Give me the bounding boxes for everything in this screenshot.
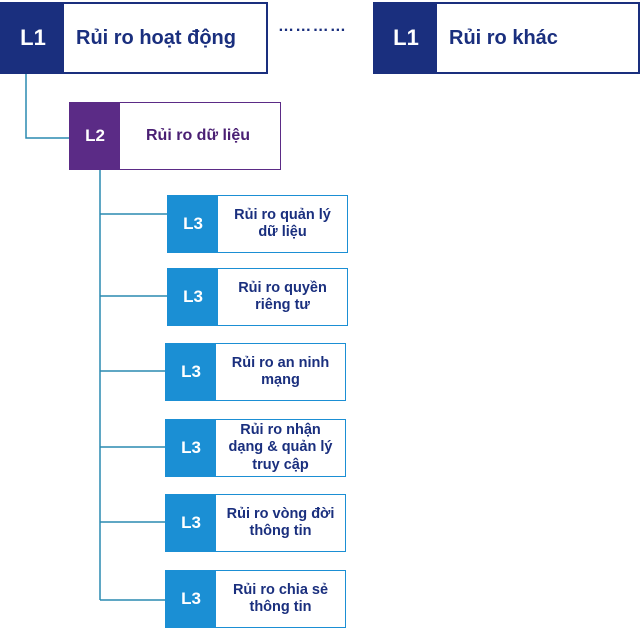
l1-label: Rủi ro khác: [449, 27, 558, 49]
l1-tag: L1: [2, 4, 64, 72]
l2-label: Rủi ro dữ liệu: [146, 127, 251, 145]
l3-label: Rủi ro nhận dạng & quản lý truy cập: [228, 421, 333, 473]
l3-tag: L3: [166, 420, 216, 476]
l3-box-cybersecurity[interactable]: L3 Rủi ro an ninh mạng: [165, 343, 346, 401]
l2-box-data-risk[interactable]: L2 Rủi ro dữ liệu: [69, 102, 281, 170]
l2-tag: L2: [70, 103, 120, 169]
l1-label: Rủi ro hoạt động: [76, 27, 236, 49]
l3-box-identity-access[interactable]: L3 Rủi ro nhận dạng & quản lý truy cập: [165, 419, 346, 477]
l1-tag: L1: [375, 4, 437, 72]
l3-box-information-sharing[interactable]: L3 Rủi ro chia sẻ thông tin: [165, 570, 346, 628]
l3-box-data-management[interactable]: L3 Rủi ro quản lý dữ liệu: [167, 195, 348, 253]
l3-box-information-lifecycle[interactable]: L3 Rủi ro vòng đời thông tin: [165, 494, 346, 552]
l3-label: Rủi ro an ninh mạng: [231, 354, 330, 388]
l3-tag: L3: [166, 344, 216, 400]
l3-tag: L3: [168, 196, 218, 252]
l3-label: Rủi ro chia sẻ thông tin: [232, 581, 329, 615]
l3-label: Rủi ro quyền riêng tư: [238, 279, 327, 313]
l1-to-l2-connector: [25, 74, 69, 139]
l3-tag: L3: [166, 495, 216, 551]
l1-box-other-risk[interactable]: L1 Rủi ro khác: [373, 2, 640, 74]
l1-box-operational-risk[interactable]: L1 Rủi ro hoạt động: [0, 2, 268, 74]
l3-label: Rủi ro vòng đời thông tin: [226, 505, 335, 539]
l3-label: Rủi ro quản lý dữ liệu: [234, 206, 331, 240]
l3-tag: L3: [166, 571, 216, 627]
l3-tag: L3: [168, 269, 218, 325]
l3-box-privacy[interactable]: L3 Rủi ro quyền riêng tư: [167, 268, 348, 326]
ellipsis-connector: …………: [278, 18, 348, 35]
